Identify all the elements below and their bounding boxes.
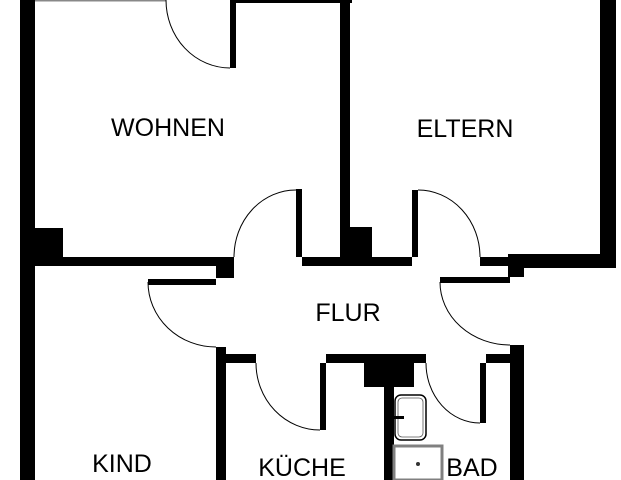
window-top-wohnen	[35, 0, 166, 2]
wall-eltern-bottom-right	[510, 254, 616, 268]
wall-eltern-bottom-left	[350, 257, 412, 266]
wall-kueche-top-right	[326, 354, 364, 363]
wall-kueche-top-left	[226, 354, 256, 363]
wall-wohnen-eltern	[340, 0, 350, 266]
shower-drain	[416, 462, 420, 466]
door-arc-wohnen-outer	[165, 0, 231, 69]
room-label-kueche: KÜCHE	[258, 454, 346, 480]
bathroom-fixtures	[392, 394, 444, 480]
room-label-flur: FLUR	[315, 299, 380, 327]
door-stub-bad	[480, 363, 486, 423]
outer-wall-left	[20, 0, 35, 480]
wall-step-right	[508, 254, 524, 277]
room-label-eltern: ELTERN	[417, 115, 514, 143]
wall-bad-top-left	[414, 354, 426, 363]
room-label-bad: BAD	[446, 454, 497, 480]
door-swings	[147, 0, 511, 431]
room-label-kind: KIND	[92, 450, 152, 478]
wall-eltern-bottom	[480, 257, 510, 266]
wall-flur-right	[440, 277, 510, 283]
door-stub-kueche	[320, 363, 326, 430]
door-arc-eltern	[417, 189, 481, 258]
wall-kueche-bad	[384, 387, 394, 480]
outer-wall-top	[236, 0, 352, 3]
wall-stub-wohnen-top	[230, 0, 236, 68]
door-stub-wohnen	[296, 189, 302, 257]
door-stub-eltern	[412, 190, 418, 257]
door-arc-bad	[425, 362, 481, 424]
door-arc-flur-right	[439, 281, 511, 346]
column-block-left	[35, 228, 63, 258]
room-label-wohnen: WOHNEN	[111, 114, 225, 142]
walls	[20, 0, 616, 480]
outer-wall-right-eltern	[600, 0, 616, 268]
door-arc-kind	[147, 281, 217, 348]
wall-wohnen-bottom	[35, 257, 234, 266]
door-arc-kueche	[255, 362, 321, 431]
wall-bad-right	[510, 345, 524, 480]
faucet	[394, 416, 404, 419]
wall-step-left	[216, 257, 234, 278]
wall-kind-right	[216, 347, 226, 480]
door-arc-wohnen	[233, 189, 297, 258]
shaft-block	[364, 354, 414, 387]
column-block-center	[340, 227, 372, 266]
wall-kind-top	[148, 279, 216, 285]
wall-flur-top	[302, 257, 340, 266]
room-labels: WOHNEN ELTERN FLUR KIND KÜCHE BAD	[92, 114, 513, 480]
wall-bad-top-right	[486, 354, 510, 363]
